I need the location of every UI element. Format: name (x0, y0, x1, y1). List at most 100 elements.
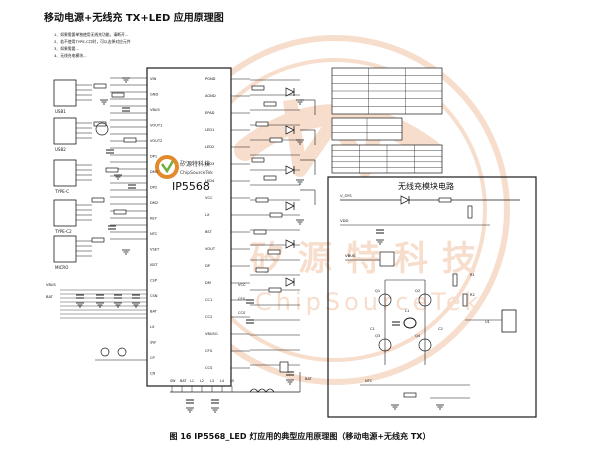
notes-block: 1、如果需要单独使用无线充功能，请断开... 2、若不使用TYPE-C口时，可以去… (54, 32, 131, 58)
chip-pin-left: LX (150, 325, 155, 329)
resistor (255, 121, 269, 127)
resistor (269, 137, 283, 143)
resistor (255, 197, 269, 203)
net-label: NTC (365, 379, 373, 383)
net-label: BAT (46, 295, 54, 299)
spec-tables (331, 67, 443, 174)
chip-pin-bottom: L2 (200, 379, 204, 383)
part-label: L1 (405, 309, 409, 313)
connector-name: TYPE-C2 (54, 229, 72, 234)
resistor (253, 229, 267, 235)
net-label: V_SYS (340, 193, 352, 198)
chip-pin-right: VBUSG (205, 332, 218, 336)
diode (400, 195, 410, 205)
diode (285, 277, 295, 287)
led-indicator (117, 347, 127, 357)
resistor (438, 197, 452, 203)
diode (285, 87, 295, 97)
chip-pin-left: CP (150, 356, 156, 360)
chip-pin-left: VBUS (150, 108, 161, 112)
chip-pin-right: DM (205, 281, 211, 285)
resistor (93, 83, 107, 89)
chip-pin-right: CC1 (205, 298, 212, 302)
chip-pin-left: VOUT2 (150, 139, 162, 143)
resistor (462, 293, 468, 307)
resistor (91, 197, 105, 203)
chip-pin-left: DM1 (150, 170, 158, 174)
part-label: R2 (470, 293, 475, 297)
resistor (263, 101, 277, 107)
resistor (403, 392, 417, 398)
resistor (251, 85, 265, 91)
chip-pin-left: BAT (150, 310, 158, 314)
diode (285, 201, 295, 211)
chip-pin-bottom: L1 (190, 379, 194, 383)
resistor (93, 121, 107, 127)
part-label: C1 (370, 327, 375, 331)
chip-pin-right: EPAD (205, 111, 215, 115)
resistor (251, 157, 265, 163)
connector-box (53, 79, 77, 107)
net-label: CCS (238, 311, 246, 315)
part-label: Q1 (375, 289, 380, 293)
connector-name: TYPE-C (54, 189, 69, 194)
ldo (379, 251, 395, 267)
diode (285, 239, 295, 249)
note-line: 2、若不使用TYPE-C口时，可以去掉对应元件 (54, 39, 131, 44)
chip-pin-right: AGND (205, 94, 216, 98)
resistor (111, 92, 125, 98)
chip-pin-bottom: BAT (180, 379, 187, 383)
resistor (105, 167, 119, 173)
chip-pin-right: LED2 (205, 145, 214, 149)
chipsource-logo: 矽源特科技 ChipSourceTek (155, 155, 213, 179)
chip-pin-right: CCS (205, 366, 213, 370)
part-label: Q2 (415, 289, 420, 293)
chip-pin-left: KEY (150, 217, 158, 221)
bottom-components: BAT (170, 361, 313, 413)
chip-pin-right: CFG (205, 349, 213, 353)
chip-pin-left: VIN (150, 77, 157, 81)
connector-name: USB2 (55, 147, 66, 152)
chip-pin-right: LED1 (205, 128, 214, 132)
chip-pin-bottom: L3 (210, 379, 214, 383)
chip-label: IP5568 (172, 180, 210, 193)
resistor (467, 205, 473, 219)
tx-coil (403, 317, 417, 329)
chip-pin-bottom: SW (170, 379, 176, 383)
part-label: Q4 (415, 334, 421, 338)
connector-box (53, 117, 77, 145)
resistor (452, 273, 458, 287)
chip-pin-left: CSP (150, 279, 158, 283)
chip-pin-bottom: L4 (220, 379, 224, 383)
resistor (123, 137, 137, 143)
connector-box (53, 159, 77, 187)
part-label: R1 (470, 273, 475, 277)
note-line: 1、如果需要单独使用无线充功能，请断开... (54, 32, 128, 37)
logo-sub: ChipSourceTek (180, 170, 213, 176)
chip-pin-right: BST (205, 230, 213, 234)
chip-pin-left: SW (150, 341, 156, 345)
chip-pin-right: LED4 (205, 179, 215, 183)
part-label: Q3 (375, 334, 380, 338)
inductor (249, 388, 275, 393)
part-label: U1 (485, 320, 490, 324)
part-label: C2 (438, 327, 443, 331)
ip5568-chip: 矽源特科技 ChipSourceTek VINGNDVBUSVOUT1VOUT2… (146, 67, 250, 392)
chip-pin-left: DM2 (150, 201, 158, 205)
chip-pin-right: LED3 (205, 162, 214, 166)
chip-pin-left: VSET (150, 248, 160, 252)
resistor (267, 249, 281, 255)
wireless-block-title: 无线充模块电路 (398, 182, 454, 191)
figure-caption: 图 16 IP5568_LED 灯应用的典型应用原理图（移动电源+无线充 TX） (169, 432, 431, 441)
controller-ic (501, 309, 517, 333)
chip-pin-right: LX (205, 213, 210, 217)
net-label: VDD (340, 218, 349, 223)
transistor (95, 122, 109, 136)
chip-pin-right: VOUT (205, 247, 216, 251)
note-line: 4、无线充电模块... (54, 53, 87, 58)
resistor (268, 287, 282, 293)
